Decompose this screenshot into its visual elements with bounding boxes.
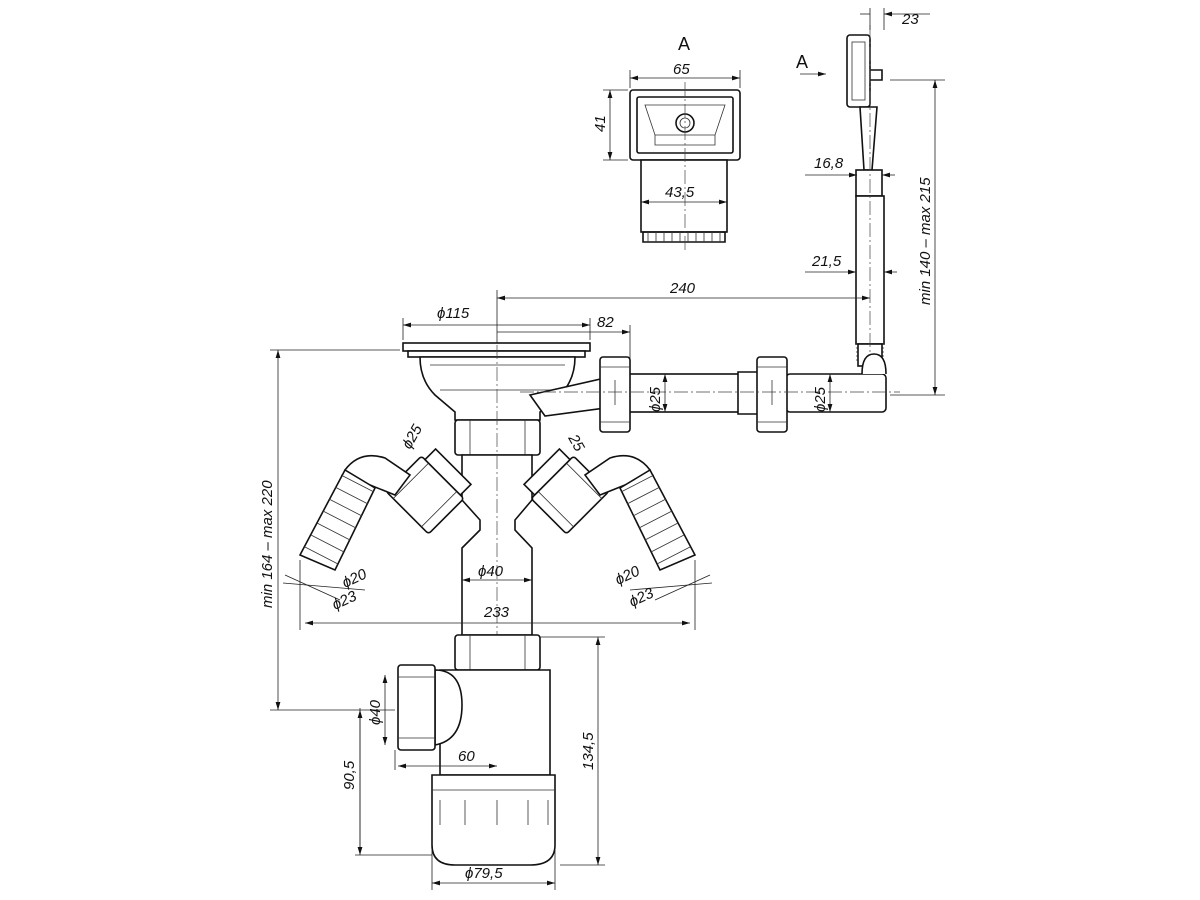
dim-outlet-diameter: ϕ40 (367, 699, 384, 725)
left-branch-hose (298, 447, 473, 572)
dim-view-width: 65 (673, 61, 690, 78)
dim-main-pipe: ϕ40 (478, 563, 504, 580)
dim-outlet-offset: 60 (458, 748, 475, 765)
dim-left-hose-outer: ϕ23 (330, 587, 360, 613)
view-label: A (678, 34, 690, 54)
dim-view-neck: 43,5 (665, 184, 695, 201)
right-branch-hose (522, 447, 697, 572)
dim-outlet-height: 90,5 (341, 760, 358, 790)
dim-overflow-distance: 240 (669, 280, 696, 297)
dim-pipe-diameter-1: ϕ25 (647, 386, 664, 412)
dim-overflow-offset: 82 (597, 314, 614, 331)
overflow-tube (846, 25, 885, 395)
dim-left-branch: ϕ25 (399, 421, 427, 452)
dim-right-branch: 25 (564, 431, 588, 455)
dim-head-width: 23 (901, 11, 919, 28)
dim-strainer-diameter: ϕ115 (437, 305, 470, 322)
dim-tube-upper: 16,8 (814, 155, 844, 172)
dim-trap-height: 134,5 (580, 732, 597, 770)
dim-total-height: min 164 – max 220 (259, 480, 276, 608)
view-a-outlet-grille (629, 82, 741, 250)
overflow-pipe (520, 353, 900, 433)
dim-trap-diameter: ϕ79,5 (465, 865, 503, 882)
dim-overflow-height: min 140 – max 215 (917, 177, 934, 305)
dim-pipe-diameter-2: ϕ25 (812, 386, 829, 412)
dim-tube-lower: 21,5 (811, 253, 842, 270)
strainer-bowl (402, 342, 606, 421)
dim-right-hose-inner: ϕ20 (613, 562, 643, 588)
dim-view-height: 41 (592, 115, 609, 132)
dim-total-width: 233 (483, 604, 510, 621)
section-arrow-label: A (796, 52, 808, 72)
dim-left-hose-inner: ϕ20 (340, 565, 370, 591)
bottle-trap (397, 664, 556, 866)
